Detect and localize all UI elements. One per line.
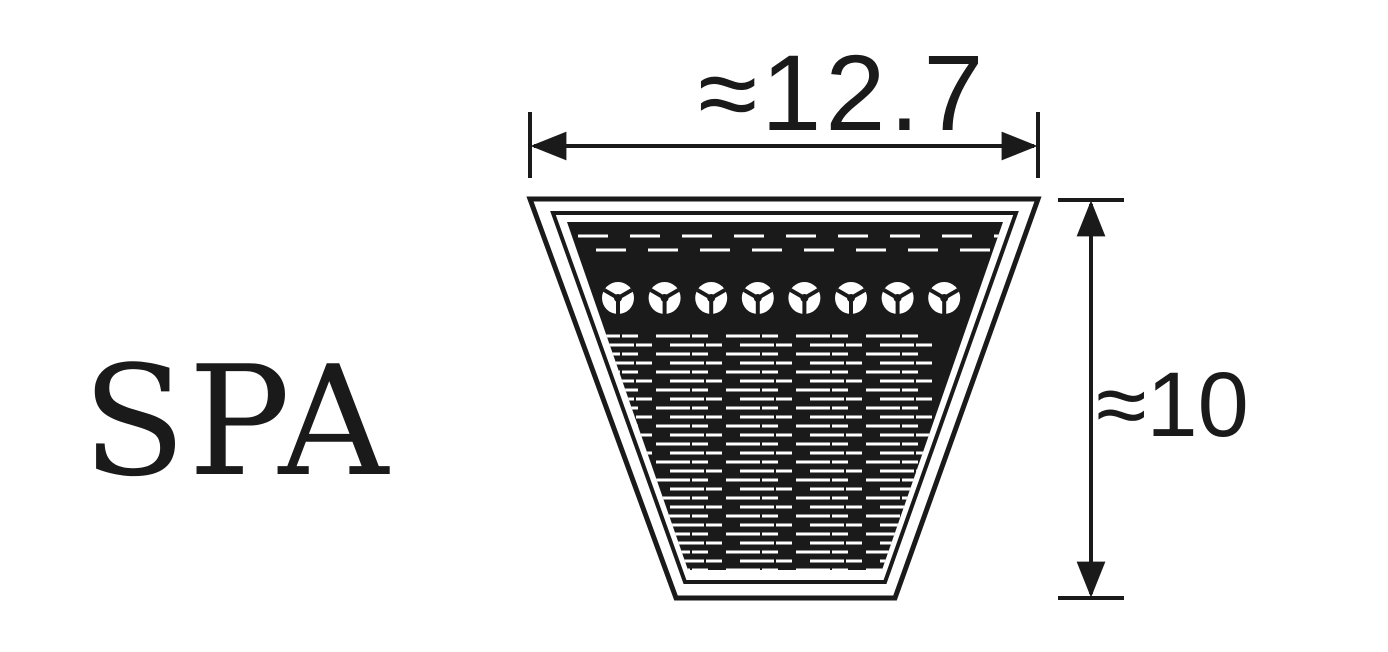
belt-inner-jacket [550,211,1019,584]
tension-cord [835,282,867,314]
height-label: ≈10 [1096,354,1249,456]
tension-cord [881,282,914,314]
tension-cord [602,282,634,314]
profile-label: SPA [82,333,390,510]
tension-cord [788,282,821,314]
v-belt-profile [526,196,1042,601]
height-dimension: ≈10 [1058,198,1249,600]
top-width-label: ≈12.7 [698,32,987,153]
belt-core [567,222,1003,570]
tension-cord [648,282,681,314]
tension-cord [741,282,774,314]
top-width-dimension: ≈12.7 [528,32,1040,178]
tension-cord [928,282,961,314]
tension-cord-row [602,282,961,314]
tension-cord [695,282,728,314]
